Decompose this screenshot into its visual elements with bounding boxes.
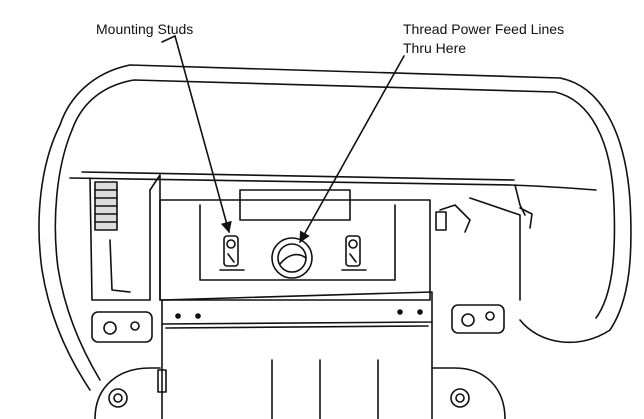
- back-plate: [159, 189, 431, 301]
- feed-line-hole: [271, 237, 313, 279]
- left-bracket: [89, 174, 161, 343]
- feed-lines-label-line2: Thru Here: [403, 40, 467, 56]
- left-base-foot: [94, 367, 161, 419]
- left-mounting-stud: [219, 235, 245, 271]
- hood-shell: [38, 64, 632, 391]
- leader-lines: [161, 35, 405, 243]
- front-plate: [157, 291, 433, 419]
- right-mounting-stud: [341, 235, 367, 271]
- feed-lines-label-line1: Thread Power Feed Lines: [403, 21, 565, 37]
- right-bracket: [435, 184, 533, 334]
- mounting-studs-label: Mounting Studs: [96, 21, 194, 37]
- right-base-foot: [431, 367, 506, 419]
